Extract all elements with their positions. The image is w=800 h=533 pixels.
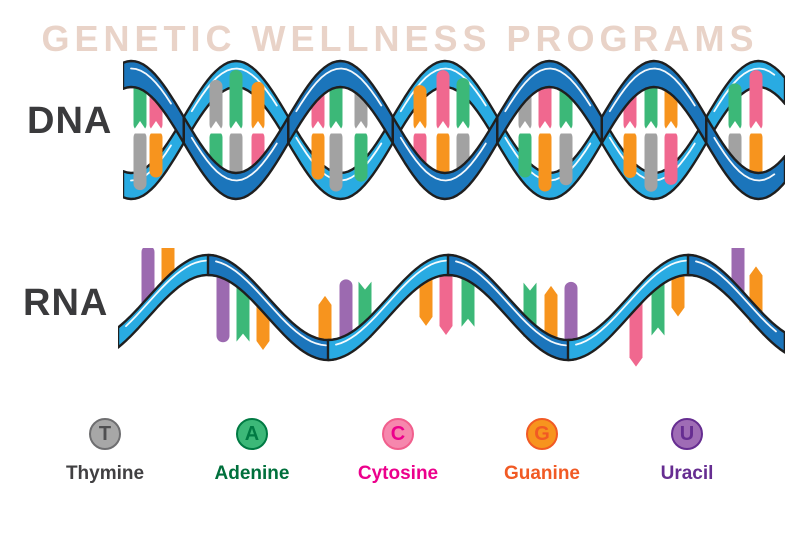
rna-strand-illustration — [118, 248, 785, 367]
rna-base-U — [564, 281, 578, 356]
rna-label: RNA — [23, 282, 109, 324]
ribbon-highlight — [504, 67, 592, 113]
pair-gap-chevron — [352, 121, 370, 134]
ribbon-highlight — [575, 259, 687, 346]
base-bottom — [329, 131, 343, 192]
base-bottom — [538, 131, 552, 192]
legend-item-thymine: T Thymine — [35, 418, 175, 485]
pair-gap-chevron — [621, 121, 639, 134]
rna-ribbon — [118, 253, 785, 362]
rna-base-C — [439, 263, 453, 336]
ribbon-highlight — [695, 260, 777, 333]
base-top — [728, 83, 742, 131]
base-top — [456, 78, 470, 131]
rna-base-U — [216, 266, 230, 343]
base-bottom — [644, 131, 658, 192]
legend-letter-badge-G: G — [526, 418, 558, 450]
legend-label-cytosine: Cytosine — [357, 463, 439, 484]
legend-item-guanine: G Guanine — [472, 418, 612, 485]
ribbon-highlight — [190, 136, 278, 182]
legend-label-uracil: Uracil — [660, 463, 714, 484]
ribbon-highlight — [125, 259, 207, 327]
legend-label-thymine: Thymine — [65, 463, 145, 484]
base-bottom — [149, 131, 163, 178]
pair-gap-chevron — [309, 121, 327, 134]
pair-gap-chevron — [131, 121, 149, 134]
legend-item-cytosine: C Cytosine — [328, 418, 468, 485]
legend-letter-badge-U: U — [671, 418, 703, 450]
pair-gap-chevron — [411, 121, 429, 134]
base-bottom — [623, 131, 637, 179]
ribbon-highlight — [455, 260, 567, 347]
legend-letter-badge-C: C — [382, 418, 414, 450]
ribbon-highlight — [713, 67, 776, 113]
legend-item-uracil: U Uracil — [617, 418, 757, 485]
pair-gap-chevron — [557, 121, 575, 134]
base-top — [251, 81, 265, 131]
dna-dark-arc — [705, 115, 785, 201]
ribbon-highlight — [399, 136, 487, 182]
pair-gap-chevron — [454, 121, 472, 134]
legend-label-adenine: Adenine — [214, 463, 290, 484]
base-bottom — [518, 131, 532, 178]
dna-dark-ribbon-arcs — [123, 59, 785, 201]
pair-gap-chevron — [207, 121, 225, 134]
pair-gap-chevron — [747, 121, 765, 134]
legend-item-adenine: A Adenine — [182, 418, 322, 485]
base-bottom — [559, 131, 573, 186]
ribbon-highlight — [608, 67, 696, 113]
base-top — [436, 70, 450, 131]
pair-gap-chevron — [726, 121, 744, 134]
dna-label: DNA — [27, 100, 113, 142]
ribbon-highlight — [295, 67, 383, 113]
pair-gap-chevron — [536, 121, 554, 134]
legend-label-guanine: Guanine — [503, 463, 580, 484]
base-bottom — [133, 131, 147, 191]
base-legend: T Thymine A Adenine C Cytosine G Guanine U Uracil — [0, 418, 800, 498]
pair-gap-chevron — [327, 121, 345, 134]
base-top — [229, 70, 243, 131]
pair-gap-chevron — [642, 121, 660, 134]
base-bottom — [354, 131, 368, 182]
base-bottom — [664, 131, 678, 185]
pair-gap-chevron — [147, 121, 165, 134]
rna-dark-segment — [686, 253, 785, 354]
ribbon-highlight — [335, 259, 447, 346]
pair-gap-chevron — [249, 121, 267, 134]
pair-gap-chevron — [227, 121, 245, 134]
pair-gap-chevron — [662, 121, 680, 134]
base-top — [413, 85, 427, 131]
base-top — [209, 79, 223, 131]
pair-gap-chevron — [516, 121, 534, 134]
base-top — [749, 70, 763, 131]
legend-letter-badge-T: T — [89, 418, 121, 450]
ribbon-highlight — [215, 260, 327, 347]
ribbon-highlight — [713, 136, 776, 182]
ribbon-highlight — [130, 67, 172, 105]
page-title: GENETIC WELLNESS PROGRAMS — [41, 18, 759, 59]
rna-base-C — [629, 296, 643, 367]
dna-helix-illustration — [123, 59, 785, 201]
pair-gap-chevron — [434, 121, 452, 134]
legend-letter-badge-A: A — [236, 418, 268, 450]
base-bottom — [311, 131, 325, 180]
